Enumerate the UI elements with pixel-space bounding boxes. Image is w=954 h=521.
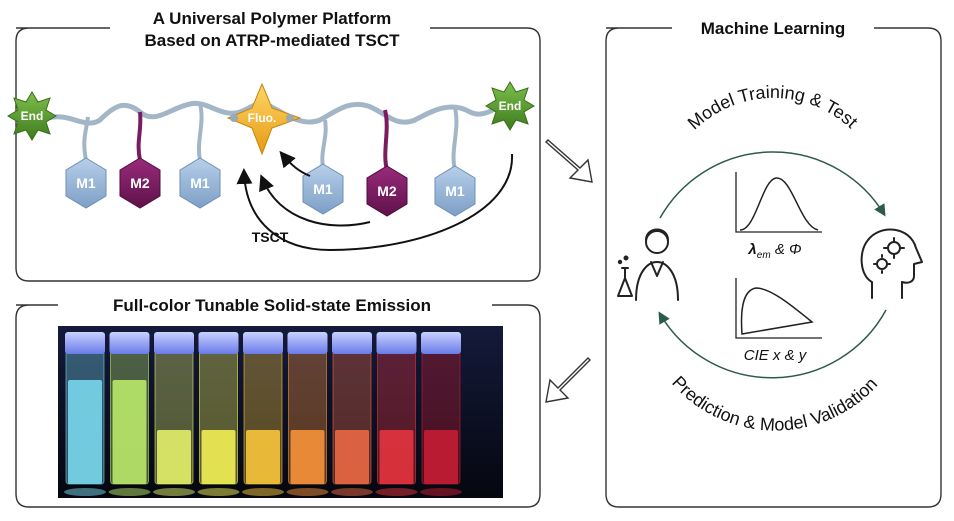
tsct-label: TSCT — [252, 229, 289, 245]
vial-reflection — [420, 488, 462, 496]
top-arc-label: Model Training & Test — [684, 82, 862, 133]
fluorophore: Fluo. — [226, 82, 302, 156]
cie-locus — [740, 287, 814, 335]
scientist-icon — [617, 228, 679, 301]
vial-cap — [109, 332, 150, 354]
vial-8 — [375, 332, 418, 496]
vial-powder — [290, 430, 325, 484]
end-group-left: End — [7, 91, 57, 141]
vial-powder — [112, 380, 147, 484]
vial-reflection — [153, 488, 195, 496]
vial-powder — [379, 430, 414, 484]
vial-powder — [246, 430, 280, 484]
side-chain-1 — [82, 116, 90, 161]
cie-label: CIE x & y — [744, 347, 808, 364]
monomer-1: M1 — [65, 157, 107, 209]
spectrum-plot: λem & Φ — [735, 172, 822, 261]
vial-cap — [421, 332, 461, 354]
emission-panel: Full-color Tunable Solid-state Emission — [15, 296, 541, 508]
monomer-5-label: M2 — [377, 183, 397, 199]
vial-powder — [68, 380, 102, 484]
vial-cap — [198, 332, 239, 354]
flow-arrow-right — [544, 139, 593, 183]
tsct-arrow-1 — [279, 150, 311, 177]
tsct-arrow-3 — [236, 153, 514, 252]
vial-9 — [420, 332, 462, 496]
end-label-right: End — [499, 99, 522, 113]
flow-arrow-left — [545, 357, 591, 403]
head-gears-icon — [860, 228, 923, 299]
cie-axes — [735, 278, 822, 339]
vial-reflection — [64, 488, 106, 496]
vial-3 — [153, 332, 195, 496]
vial-reflection — [242, 488, 284, 496]
side-chain-3 — [197, 103, 204, 161]
vial-cap — [287, 332, 328, 354]
monomer-4-label: M1 — [313, 181, 333, 197]
fluorophore-linker-left — [230, 114, 238, 122]
spectrum-label: λem & Φ — [747, 241, 801, 261]
vials-photo — [58, 326, 503, 498]
monomer-2-label: M2 — [130, 175, 150, 191]
fluo-label: Fluo. — [248, 111, 277, 125]
polymer-panel-title-line2: Based on ATRP-mediated TSCT — [144, 31, 400, 50]
vial-powder — [157, 430, 191, 484]
vial-powder — [424, 430, 458, 484]
emission-panel-border — [15, 304, 541, 508]
tsct-arrow-2 — [259, 174, 371, 227]
spectrum-axes — [735, 172, 822, 233]
spectrum-curve — [739, 177, 819, 231]
vial-1 — [64, 332, 106, 496]
training-arc — [659, 151, 886, 219]
vial-cap — [332, 332, 372, 354]
cie-plot: CIE x & y — [735, 278, 822, 364]
fluorophore-linker — [286, 114, 294, 122]
side-chain-4 — [320, 119, 328, 169]
side-chain-2 — [136, 111, 143, 161]
vial-powder — [201, 430, 236, 484]
ml-panel-title: Machine Learning — [701, 19, 846, 38]
polymer-panel-title-line1: A Universal Polymer Platform — [153, 9, 391, 28]
vial-4 — [197, 332, 240, 496]
vial-cap — [376, 332, 417, 354]
polymer-panel: A Universal Polymer Platform Based on AT… — [7, 9, 541, 282]
prediction-arc — [658, 309, 887, 379]
vial-reflection — [331, 488, 373, 496]
polymer-panel-border — [15, 27, 541, 282]
monomer-4: M1 — [302, 163, 344, 215]
end-label-left: End — [21, 109, 44, 123]
side-chain-5 — [383, 109, 389, 171]
vial-reflection — [375, 488, 418, 496]
vial-reflection — [286, 488, 329, 496]
monomer-3: M1 — [179, 157, 221, 209]
end-group-right: End — [485, 81, 535, 131]
monomer-6: M1 — [434, 165, 476, 217]
monomer-2: M2 — [119, 157, 161, 209]
ml-panel: Machine Learning Model Training & Test P… — [605, 19, 942, 508]
vial-cap — [65, 332, 105, 354]
vial-7 — [331, 332, 373, 496]
side-chain-6 — [451, 107, 459, 171]
monomer-1-label: M1 — [76, 175, 96, 191]
bottom-arc-label: Prediction & Model Validation — [668, 372, 881, 435]
vial-powder — [335, 430, 369, 484]
vial-2 — [108, 332, 151, 496]
ml-panel-border — [605, 27, 942, 508]
vial-reflection — [197, 488, 240, 496]
monomer-3-label: M1 — [190, 175, 210, 191]
monomer-5: M2 — [366, 165, 408, 217]
monomer-6-label: M1 — [445, 183, 465, 199]
vial-5 — [242, 332, 284, 496]
vial-cap — [154, 332, 194, 354]
vial-cap — [243, 332, 283, 354]
vial-row — [64, 332, 462, 496]
vial-6 — [286, 332, 329, 496]
vial-reflection — [108, 488, 151, 496]
emission-panel-title: Full-color Tunable Solid-state Emission — [113, 296, 431, 315]
